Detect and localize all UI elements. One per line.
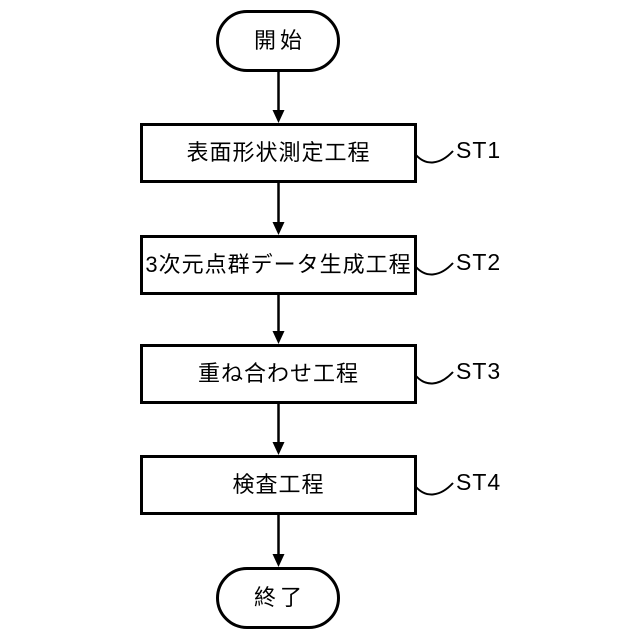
start-terminal: 開始 — [216, 10, 340, 72]
step-tag-st4: ST4 — [456, 469, 502, 495]
tag-connector-st3 — [415, 371, 454, 385]
end-terminal-label: 終了 — [253, 585, 306, 610]
process-box-3-label: 重ね合わせ工程 — [197, 361, 359, 386]
end-terminal: 終了 — [216, 567, 340, 629]
tag-connectors — [415, 150, 454, 496]
process-box-4-label: 検査工程 — [232, 472, 325, 497]
tag-connector-st1 — [415, 150, 454, 164]
tag-connector-st2 — [415, 262, 454, 276]
process-box-4: 検査工程 — [140, 455, 417, 515]
flow-arrowheads — [272, 110, 285, 567]
process-box-2-label: 3次元点群データ生成工程 — [145, 252, 412, 277]
arrowhead-step3 — [272, 331, 285, 344]
process-box-3: 重ね合わせ工程 — [140, 344, 417, 404]
step-tag-st2: ST2 — [456, 249, 502, 275]
step-tag-st3: ST3 — [456, 358, 502, 384]
step-tag-st1: ST1 — [456, 137, 502, 163]
arrowhead-step4 — [272, 442, 285, 455]
process-box-2: 3次元点群データ生成工程 — [140, 235, 417, 295]
arrowhead-step2 — [272, 222, 285, 235]
arrowhead-step1 — [272, 110, 285, 123]
process-box-1-label: 表面形状測定工程 — [186, 140, 371, 165]
arrowhead-end — [272, 554, 285, 567]
start-terminal-label: 開始 — [253, 28, 306, 53]
tag-connector-st4 — [415, 482, 454, 496]
process-box-1: 表面形状測定工程 — [140, 123, 417, 183]
